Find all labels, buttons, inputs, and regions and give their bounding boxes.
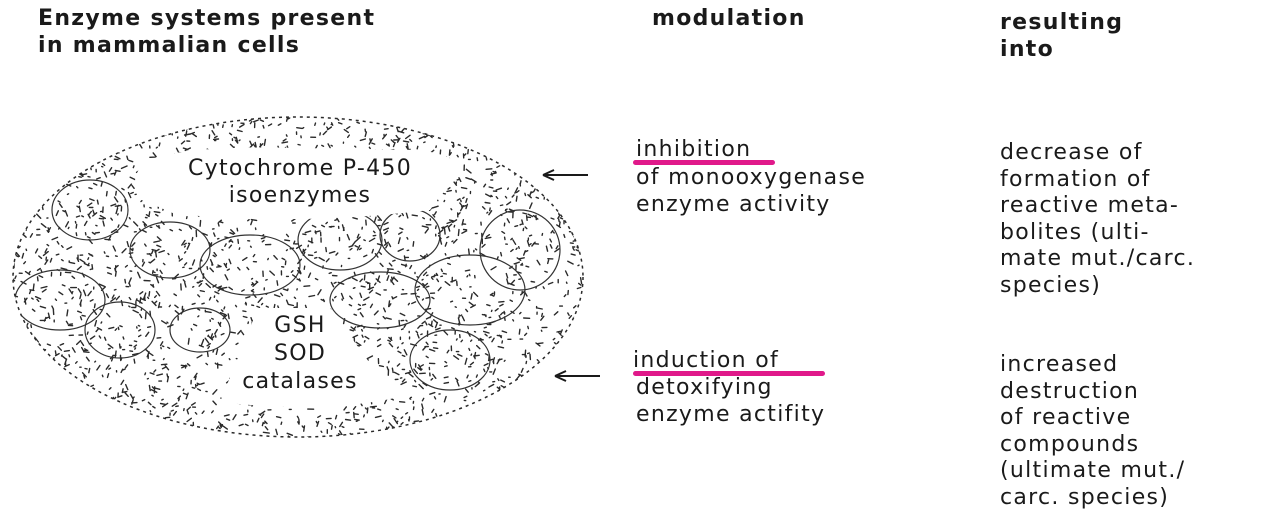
arrow-left-icon [540, 168, 590, 182]
modulation-inhibition-detail: of monooxygenase enzyme activity [636, 165, 866, 218]
arrow-left-icon [552, 369, 602, 383]
modulation-induction-detail: detoxifying enzyme actifity [636, 375, 825, 428]
result-increased: increased destruction of reactive compou… [1000, 352, 1185, 511]
result-decrease: decrease of formation of reactive meta- … [1000, 140, 1195, 299]
header-resulting-into: resulting into [1000, 10, 1123, 63]
header-modulation: modulation [652, 6, 806, 33]
detox-enzymes-label: GSH SOD catalases [210, 312, 390, 396]
cell-illustration [0, 0, 640, 519]
cytochrome-label: Cytochrome P-450 isoenzymes [140, 156, 460, 209]
